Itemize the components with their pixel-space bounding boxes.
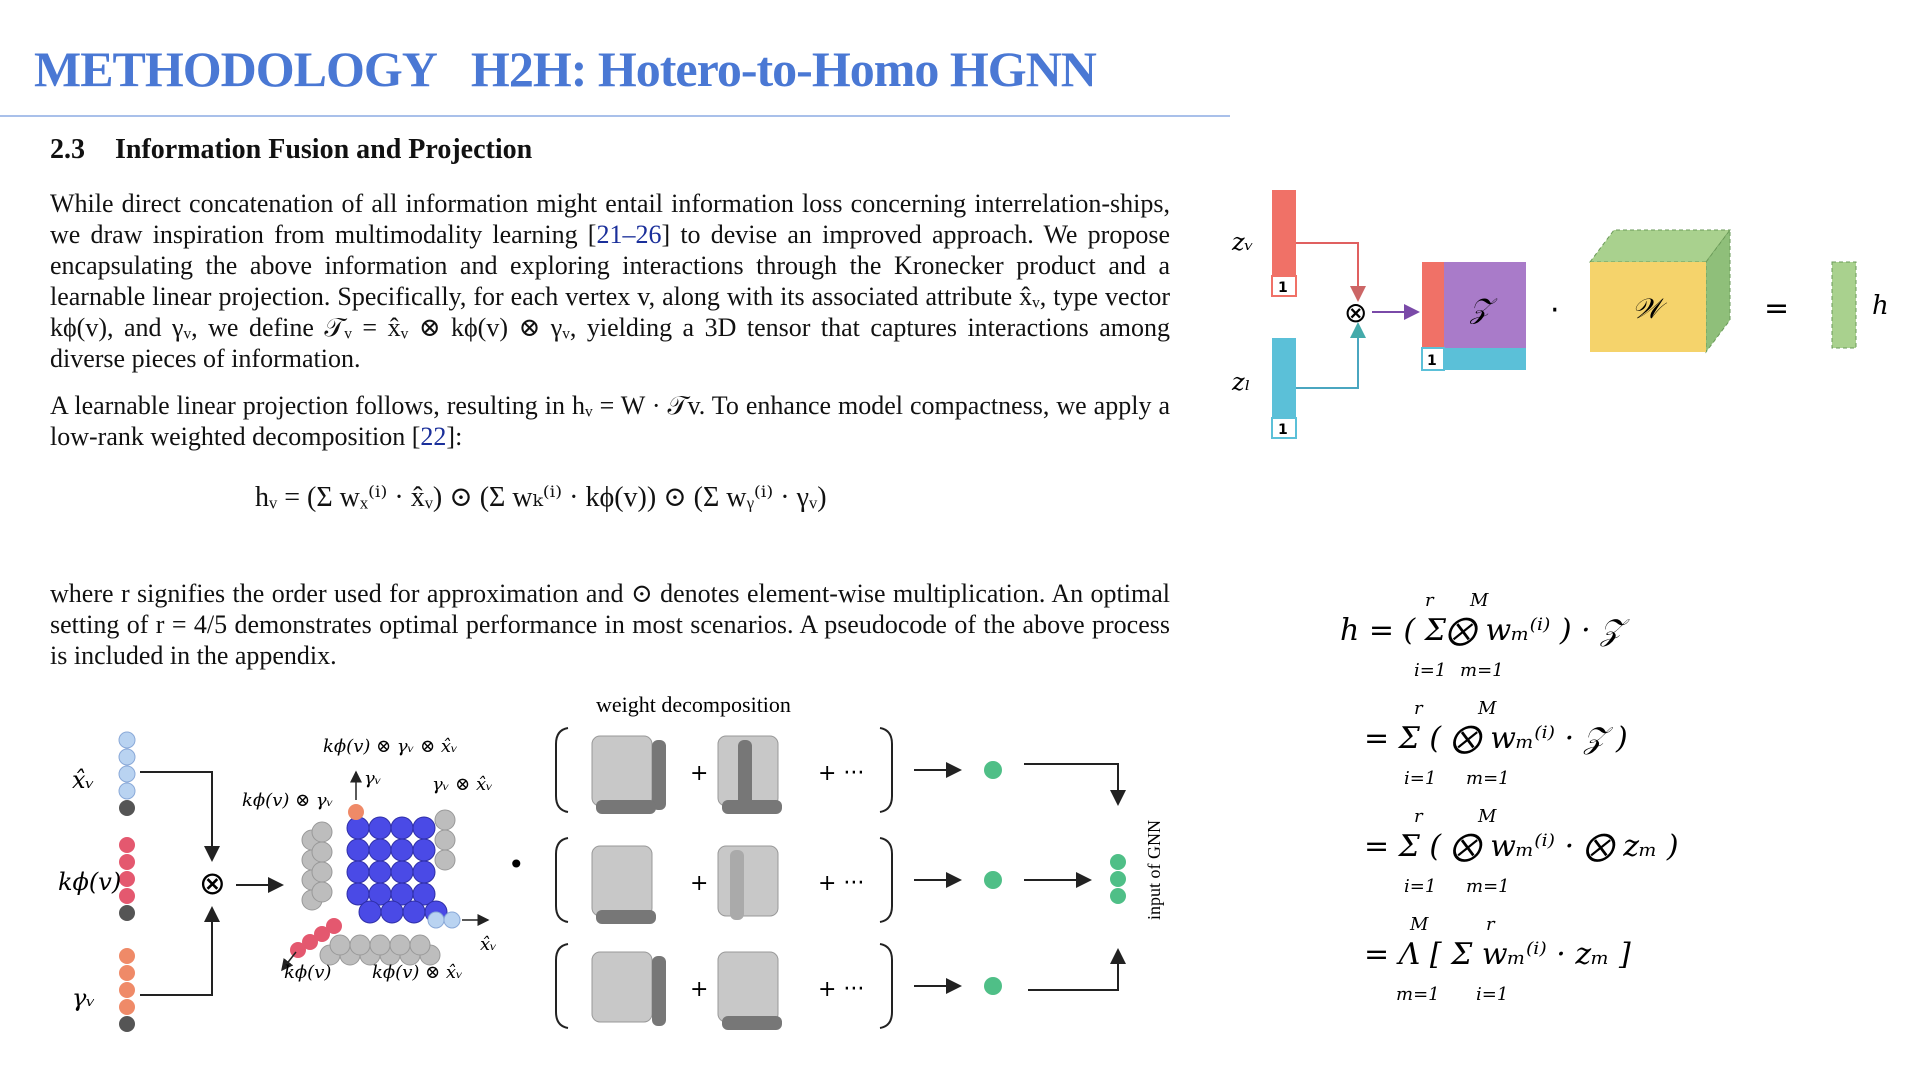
eq4-upper-r: r	[1486, 914, 1496, 935]
eq2-upper-r: r	[1414, 698, 1424, 719]
equation-stack: h = ( Σ⨂ wₘ⁽ⁱ⁾ ) · 𝒵 r M i=1 m=1 = Σ ( ⨂…	[1340, 590, 1679, 1005]
k-vector	[119, 837, 135, 921]
label-zv: zᵥ	[1231, 228, 1254, 256]
label-gnn-input: input of GNN	[1144, 820, 1164, 920]
citation-link[interactable]: 22	[420, 422, 447, 451]
fusion-diagram: zᵥ 1 zₗ 1 ⊗ 1 𝒵 · 𝒲 = h	[1231, 190, 1889, 439]
plus-3: +	[690, 977, 708, 1002]
eq3-upper-m: M	[1477, 806, 1497, 827]
eq4-upper-m: M	[1409, 914, 1429, 935]
eq4-lower-m: m=1	[1396, 984, 1440, 1005]
equation-low-rank: hᵥ = (Σ wₓ⁽ⁱ⁾ · x̂ᵥ) ⊙ (Σ wₖ⁽ⁱ⁾ · kϕ(v))…	[255, 482, 827, 513]
eq1-lower-i: i=1	[1414, 660, 1446, 681]
eq3-text: = Σ ( ⨂ wₘ⁽ⁱ⁾ · ⨂ zₘ )	[1364, 829, 1679, 864]
eq1-upper-r: r	[1425, 590, 1435, 611]
output-h-vector	[1831, 261, 1857, 349]
caption-weight-decomposition: weight decomposition	[596, 692, 791, 717]
header-section: METHODOLOGY	[34, 41, 438, 97]
weight-decomposition-figure: x̂ᵥ kϕ(v) γᵥ ⊗ kϕ(v) ⊗ γᵥ ⊗ x̂ᵥ γᵥ γᵥ ⊗ …	[58, 692, 1164, 1032]
row-2: + + ···	[555, 837, 1092, 924]
p1-text-a: While direct concatenation of all inform…	[50, 189, 1170, 249]
eq4-text: = Λ [ Σ wₘ⁽ⁱ⁾ · zₘ ]	[1364, 937, 1631, 972]
plus-2: +	[690, 871, 708, 896]
label-k: kϕ(v)	[58, 868, 121, 896]
zl-vector	[1272, 338, 1296, 418]
dot-product-symbol: •	[508, 848, 525, 881]
dot-symbol: ·	[1550, 293, 1560, 328]
section-name: Information Fusion and Projection	[115, 134, 533, 165]
weight-tensor-w	[1589, 228, 1731, 354]
tensor-z-one: 1	[1427, 353, 1437, 369]
tensor-z	[1421, 262, 1526, 371]
label-kg: kϕ(v) ⊗ γᵥ	[242, 790, 333, 811]
zv-vector	[1272, 190, 1296, 276]
eq3-lower-m: m=1	[1466, 876, 1510, 897]
paragraph-2: A learnable linear projection follows, r…	[50, 390, 1170, 452]
section-number: 2.3	[50, 134, 85, 165]
eq2-lower-i: i=1	[1404, 768, 1436, 789]
x-vector	[118, 731, 136, 816]
row-3: + + ···	[555, 943, 1126, 1030]
tensor-cube	[281, 770, 490, 972]
plus-1: +	[690, 761, 708, 786]
gnn-input-vector	[1110, 854, 1126, 904]
zl-one: 1	[1278, 422, 1288, 438]
equals-symbol: =	[1764, 291, 1789, 326]
label-gamma: γᵥ	[72, 984, 95, 1012]
label-gamma-axis: γᵥ	[364, 768, 381, 789]
label-x: x̂ᵥ	[72, 766, 94, 794]
paragraph-3: where r signifies the order used for app…	[50, 579, 1170, 670]
label-k-axis: kϕ(v)	[284, 962, 331, 983]
p2-text-b: ]:	[446, 422, 463, 451]
plus-dots-2: + ···	[818, 871, 864, 896]
eq2-upper-m: M	[1477, 698, 1497, 719]
label-zl: zₗ	[1231, 368, 1250, 396]
slide-header: METHODOLOGY H2H: Hotero-to-Homo HGNN	[34, 40, 1097, 98]
p2-text-a: A learnable linear projection follows, r…	[50, 391, 1170, 451]
decomposition-rows: + + ··· + + ··· +	[555, 727, 1126, 1030]
label-x-axis: x̂ᵥ	[480, 934, 497, 955]
eq1-lower-m: m=1	[1460, 660, 1504, 681]
header-title: H2H: Hotero-to-Homo HGNN	[470, 41, 1097, 97]
plus-dots-1: + ···	[818, 761, 864, 786]
citation-link[interactable]: 21–26	[596, 220, 662, 249]
eq1-upper-m: M	[1469, 590, 1489, 611]
eq3-lower-i: i=1	[1404, 876, 1436, 897]
label-kgx: kϕ(v) ⊗ γᵥ ⊗ x̂ᵥ	[323, 736, 458, 757]
gamma-vector	[119, 948, 135, 1032]
eq1-text: h = ( Σ⨂ wₘ⁽ⁱ⁾ ) · 𝒵	[1340, 613, 1630, 648]
section-title: 2.3 Information Fusion and Projection	[50, 134, 532, 166]
eq4-lower-i: i=1	[1476, 984, 1508, 1005]
p1-text-b: ] to devise an improved approach. We pro…	[50, 220, 1170, 373]
paragraph-1: While direct concatenation of all inform…	[50, 188, 1170, 374]
label-kx: kϕ(v) ⊗ x̂ᵥ	[372, 962, 463, 983]
output-h-label: h	[1872, 291, 1889, 321]
header-divider	[0, 115, 1230, 117]
zv-one: 1	[1278, 280, 1288, 296]
kron-symbol: ⊗	[199, 864, 226, 902]
plus-dots-3: + ···	[818, 977, 864, 1002]
row-1: + + ···	[555, 727, 1126, 814]
label-gx: γᵥ ⊗ x̂ᵥ	[432, 774, 493, 795]
eq3-upper-r: r	[1414, 806, 1424, 827]
eq2-lower-m: m=1	[1466, 768, 1510, 789]
eq2-text: = Σ ( ⨂ wₘ⁽ⁱ⁾ · 𝒵 )	[1364, 721, 1628, 756]
outer-product-symbol: ⊗	[1344, 296, 1367, 329]
